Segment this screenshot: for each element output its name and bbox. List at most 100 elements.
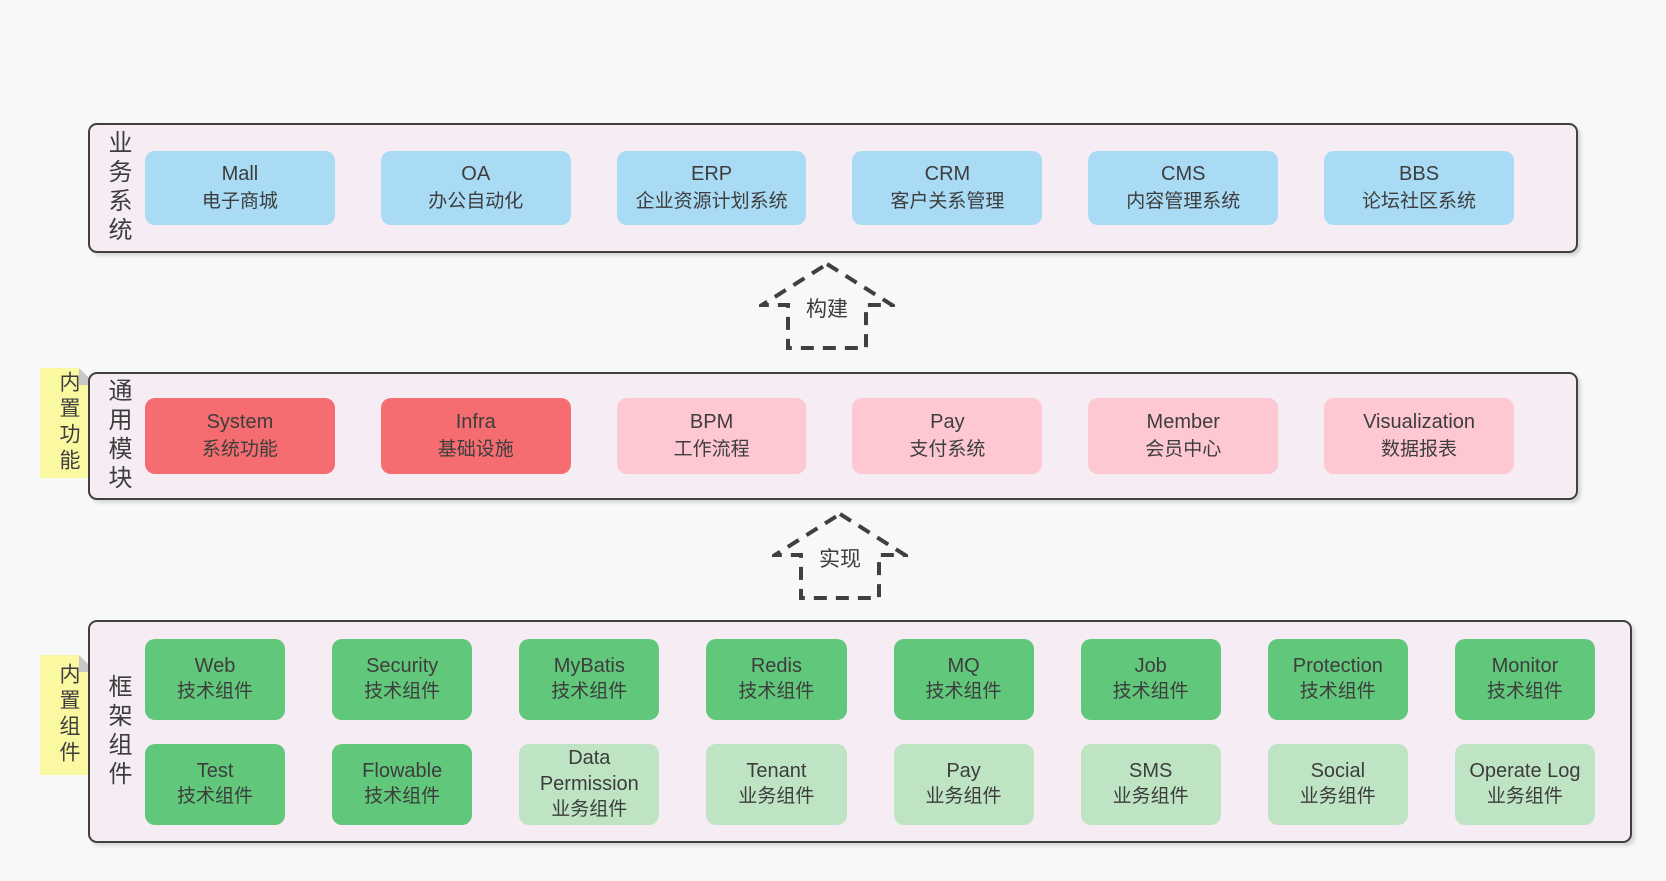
box-title: Data Permission	[539, 747, 639, 795]
framework-components-panel: 框架组件 Web 技术组件 Security 技术组件 MyBatis 技术组件…	[88, 620, 1632, 843]
box-subtitle: 支付系统	[909, 439, 986, 460]
box-title: Protection	[1292, 655, 1383, 677]
box-title: Infra	[455, 411, 496, 433]
box-subtitle: 业务组件	[738, 786, 815, 807]
components-row-2: Test 技术组件 Flowable 技术组件 Data Permission …	[145, 743, 1595, 825]
box-protection: Protection 技术组件	[1267, 638, 1408, 720]
box-data-permission: Data Permission 业务组件	[519, 743, 660, 825]
box-tenant: Tenant 业务组件	[706, 743, 847, 825]
box-title: Operate Log	[1469, 760, 1581, 782]
panel-label-components: 框架组件	[104, 673, 131, 790]
dashed-up-arrow-icon	[772, 511, 908, 600]
components-row-1: Web 技术组件 Security 技术组件 MyBatis 技术组件 Redi…	[145, 638, 1595, 720]
box-subtitle: 业务组件	[1112, 786, 1189, 807]
box-title: Job	[1134, 655, 1167, 677]
components-box-rows: Web 技术组件 Security 技术组件 MyBatis 技术组件 Redi…	[145, 638, 1630, 825]
dashed-up-arrow-icon	[759, 261, 895, 350]
box-subtitle: 系统功能	[201, 439, 278, 460]
box-sms: SMS 业务组件	[1080, 743, 1221, 825]
box-pay: Pay 支付系统	[852, 398, 1043, 474]
box-security: Security 技术组件	[332, 638, 473, 720]
arrow-build: 构建	[759, 261, 895, 351]
box-title: Redis	[750, 655, 802, 677]
note-built-in-components: 内置组件	[40, 655, 96, 775]
box-subtitle: 客户关系管理	[890, 191, 1005, 212]
box-operate-log: Operate Log 业务组件	[1454, 743, 1595, 825]
box-title: BPM	[689, 411, 734, 433]
box-test: Test 技术组件	[145, 743, 286, 825]
box-title: Visualization	[1363, 411, 1476, 433]
arrow-build-label: 构建	[803, 291, 851, 324]
box-title: Tenant	[746, 760, 807, 782]
box-redis: Redis 技术组件	[706, 638, 847, 720]
box-title: ERP	[691, 163, 733, 185]
box-cms: CMS 内容管理系统	[1088, 151, 1279, 225]
box-subtitle: 业务组件	[1299, 786, 1376, 807]
box-subtitle: 工作流程	[673, 439, 750, 460]
box-subtitle: 技术组件	[1112, 681, 1189, 702]
box-subtitle: 论坛社区系统	[1362, 191, 1477, 212]
box-job: Job 技术组件	[1080, 638, 1221, 720]
box-subtitle: 数据报表	[1381, 439, 1458, 460]
box-title: Flowable	[362, 760, 443, 782]
box-title: Pay	[946, 760, 981, 782]
arrow-implement: 实现	[772, 511, 908, 601]
box-flowable: Flowable 技术组件	[332, 743, 473, 825]
box-pay-component: Pay 业务组件	[893, 743, 1034, 825]
box-subtitle: 技术组件	[1299, 681, 1376, 702]
box-title: Test	[196, 760, 234, 782]
box-title: Monitor	[1491, 655, 1559, 677]
box-bbs: BBS 论坛社区系统	[1324, 151, 1514, 225]
box-title: Member	[1146, 411, 1220, 433]
box-subtitle: 基础设施	[437, 439, 514, 460]
box-title: Web	[194, 655, 236, 677]
box-subtitle: 业务组件	[551, 799, 628, 820]
box-subtitle: 企业资源计划系统	[635, 191, 788, 212]
box-mall: Mall 电子商城	[145, 151, 335, 225]
box-title: MQ	[947, 655, 980, 677]
box-subtitle: 办公自动化	[428, 191, 524, 212]
box-title: Mall	[221, 163, 259, 185]
box-subtitle: 技术组件	[364, 681, 441, 702]
box-title: MyBatis	[553, 655, 625, 677]
box-subtitle: 内容管理系统	[1126, 191, 1241, 212]
box-erp: ERP 企业资源计划系统	[616, 151, 807, 225]
modules-box-row: System 系统功能 Infra 基础设施 BPM 工作流程 Pay 支付系统…	[145, 398, 1576, 474]
box-subtitle: 技术组件	[551, 681, 628, 702]
box-bpm: BPM 工作流程	[616, 398, 807, 474]
box-subtitle: 业务组件	[925, 786, 1002, 807]
box-subtitle: 技术组件	[177, 786, 254, 807]
box-social: Social 业务组件	[1267, 743, 1408, 825]
box-title: BBS	[1399, 163, 1440, 185]
box-title: SMS	[1129, 760, 1173, 782]
panel-label-business: 业务系统	[104, 130, 131, 246]
box-subtitle: 技术组件	[177, 681, 254, 702]
common-modules-panel: 通用模块 System 系统功能 Infra 基础设施 BPM 工作流程 Pay…	[88, 372, 1578, 500]
box-title: Pay	[930, 411, 965, 433]
box-title: Security	[366, 655, 439, 677]
box-subtitle: 会员中心	[1145, 439, 1222, 460]
box-member: Member 会员中心	[1088, 398, 1279, 474]
box-title: System	[206, 411, 274, 433]
box-monitor: Monitor 技术组件	[1454, 638, 1595, 720]
box-subtitle: 技术组件	[738, 681, 815, 702]
box-subtitle: 技术组件	[1486, 681, 1563, 702]
box-infra: Infra 基础设施	[380, 398, 571, 474]
box-title: CMS	[1161, 163, 1206, 185]
box-crm: CRM 客户关系管理	[852, 151, 1043, 225]
business-box-row: Mall 电子商城 OA 办公自动化 ERP 企业资源计划系统 CRM 客户关系…	[145, 151, 1576, 225]
box-mybatis: MyBatis 技术组件	[519, 638, 660, 720]
box-subtitle: 业务组件	[1486, 786, 1563, 807]
box-subtitle: 技术组件	[925, 681, 1002, 702]
business-systems-panel: 业务系统 Mall 电子商城 OA 办公自动化 ERP 企业资源计划系统 CRM…	[88, 123, 1578, 253]
box-visualization: Visualization 数据报表	[1324, 398, 1514, 474]
panel-label-modules: 通用模块	[104, 378, 131, 494]
box-mq: MQ 技术组件	[893, 638, 1034, 720]
box-system: System 系统功能	[145, 398, 335, 474]
box-oa: OA 办公自动化	[380, 151, 571, 225]
box-title: OA	[461, 163, 491, 185]
box-subtitle: 电子商城	[201, 191, 278, 212]
arrow-implement-label: 实现	[816, 541, 864, 574]
box-title: Social	[1310, 760, 1366, 782]
